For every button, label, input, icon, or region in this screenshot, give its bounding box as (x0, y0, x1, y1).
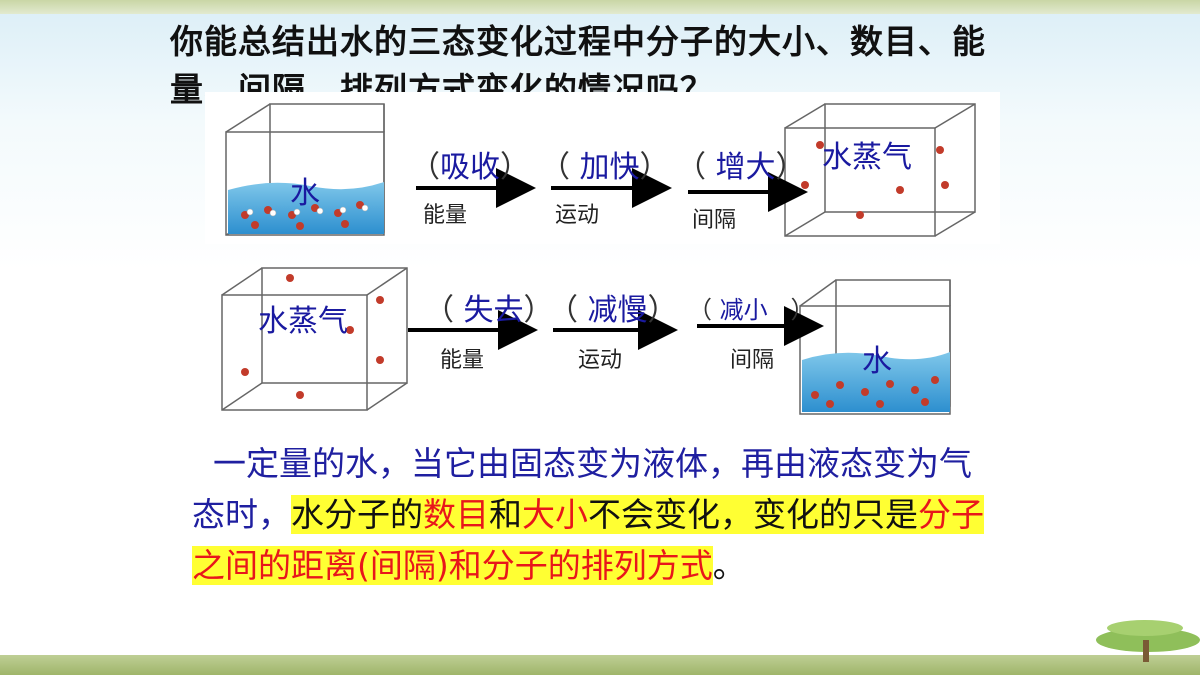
box-label-steam-bottom: 水蒸气 (258, 304, 348, 339)
para-part1: 一定量的水，当它由固态变为液体，再由液态变为气态时， (192, 444, 972, 534)
box-label-steam-top: 水蒸气 (822, 140, 912, 175)
arrow6-answer: （ 减小 ） (688, 296, 815, 324)
summary-paragraph: 一定量的水，当它由固态变为液体，再由液态变为气态时，水分子的数目和大小不会变化，… (192, 438, 992, 591)
box-steam-bottom (221, 267, 408, 411)
arrow3-sub: 间隔 (692, 208, 737, 233)
arrows-bottom (408, 306, 824, 350)
box-label-water-top: 水 (290, 176, 320, 211)
arrow5-answer: （ 减慢） (548, 293, 678, 328)
arrows-top (416, 168, 808, 212)
molecules-bottom-left (241, 274, 384, 399)
para-end: 。 (712, 546, 746, 585)
arrow2-answer: （ 加快） (540, 150, 670, 185)
question-title: 你能总结出水的三态变化过程中分子的大小、数目、能量、间隔、排列方式变化的情况吗？ (170, 22, 986, 109)
bottom-band (0, 655, 1200, 675)
arrow2-sub: 运动 (555, 203, 600, 228)
molecules-bottom-right (811, 376, 939, 408)
box-label-water-bottom: 水 (862, 344, 892, 379)
top-band (0, 0, 1200, 14)
arrow4-answer: （ 失去） (424, 293, 554, 328)
tree-decoration (1096, 620, 1200, 662)
water-fill-bottom (802, 352, 950, 412)
highlight-block: 水分子的数目和大小不会变化，变化的只是分子之间的距离(间隔)和分子的排列方式 (192, 495, 984, 585)
arrow3-answer: （ 增大） (676, 150, 806, 185)
arrow1-answer: （吸收） (410, 150, 530, 185)
arrow1-sub: 能量 (423, 203, 468, 228)
arrow4-sub: 能量 (440, 348, 485, 373)
arrow5-sub: 运动 (578, 348, 623, 373)
box-steam-top (784, 103, 976, 237)
arrow6-sub: 间隔 (730, 348, 775, 373)
